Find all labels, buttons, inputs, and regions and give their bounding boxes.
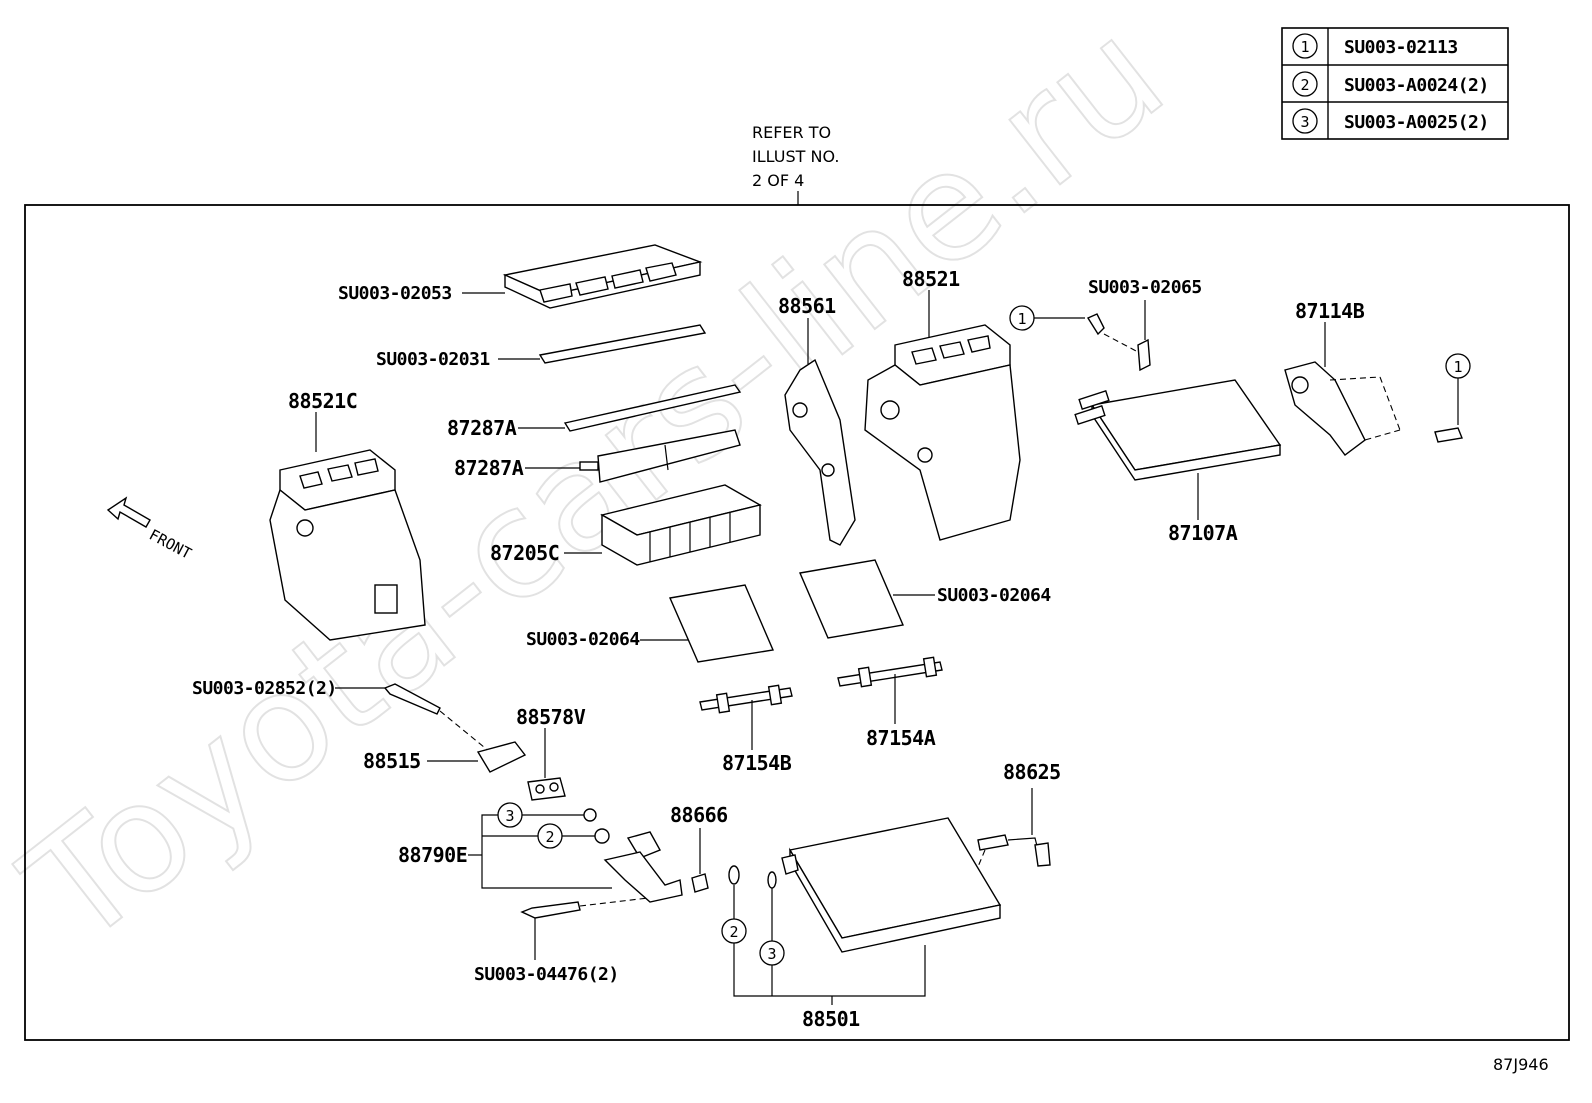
part-label: 87154B	[722, 751, 792, 775]
grommet	[527, 777, 566, 801]
part-label: 87287A	[447, 416, 517, 440]
svg-text:REFER TO: REFER TO	[752, 123, 831, 142]
bolt	[520, 901, 581, 919]
figure-id: 87J946	[1493, 1055, 1549, 1074]
case-plate	[784, 358, 856, 546]
damper-shaft-b	[699, 684, 793, 714]
part-label: 88521C	[288, 389, 357, 413]
part-label: 88666	[670, 803, 728, 827]
part-label: SU003-02852(2)	[192, 678, 337, 699]
callout-num: 3	[505, 807, 514, 825]
seal-pad	[799, 559, 904, 639]
callout-num: 2	[729, 923, 738, 941]
legend-num: 1	[1300, 38, 1309, 56]
legend-row-2: 2 SU003-A0024(2)	[1292, 71, 1489, 97]
thermistor	[977, 834, 1051, 867]
clip	[1137, 338, 1151, 372]
legend-row-3: 3 SU003-A0025(2)	[1292, 108, 1489, 134]
part-label: 87287A	[454, 456, 524, 480]
part-label: 87107A	[1168, 521, 1238, 545]
part-label: 88578V	[516, 705, 586, 729]
part-label: SU003-02064	[526, 629, 640, 650]
bolt	[383, 683, 441, 715]
svg-text:ILLUST NO.: ILLUST NO.	[752, 147, 839, 166]
part-label: 88521	[902, 267, 960, 291]
part-label: SU003-02053	[338, 283, 452, 304]
legend-row-1: 1 SU003-02113	[1292, 33, 1458, 59]
part-label: 87154A	[866, 726, 936, 750]
refer-note: REFER TO ILLUST NO. 2 OF 4	[752, 123, 839, 205]
part-label: 88625	[1003, 760, 1061, 784]
damper-plate	[579, 429, 741, 483]
damper-rod	[563, 384, 742, 432]
part-label: 88561	[778, 294, 836, 318]
seal-strip	[538, 324, 707, 364]
pipe-bracket	[1284, 361, 1366, 456]
damper-shaft-a	[837, 656, 943, 688]
legend-num: 2	[1300, 76, 1309, 94]
legend-code: SU003-02113	[1344, 37, 1458, 58]
air-filter	[600, 484, 762, 566]
svg-text:FRONT: FRONT	[146, 526, 194, 563]
bracket	[476, 741, 527, 773]
legend-code: SU003-A0025(2)	[1344, 112, 1489, 133]
heater-case-left	[269, 449, 426, 641]
part-label: SU003-02064	[937, 585, 1051, 606]
seal-pad	[669, 584, 774, 663]
expansion-valve	[583, 808, 683, 903]
legend-num: 3	[1300, 113, 1309, 131]
callout-num: 1	[1017, 310, 1026, 328]
legend-table: 1 SU003-02113 2 SU003-A0024(2) 3 SU003-A…	[1281, 27, 1509, 140]
callout-num: 3	[767, 945, 776, 963]
front-arrow: FRONT	[106, 496, 194, 563]
o-ring	[767, 871, 777, 889]
part-label: SU003-02065	[1088, 277, 1202, 298]
part-label: SU003-02031	[376, 349, 490, 370]
screw	[1434, 427, 1463, 443]
svg-text:2 OF 4: 2 OF 4	[752, 171, 804, 190]
callout-num: 2	[545, 828, 554, 846]
heater-core	[1074, 379, 1282, 481]
clip-small	[691, 873, 709, 893]
part-label: 88515	[363, 749, 421, 773]
part-label: 88790E	[398, 843, 467, 867]
evaporator	[781, 817, 1002, 953]
screw	[1086, 313, 1105, 336]
legend-code: SU003-A0024(2)	[1344, 75, 1489, 96]
diagram-frame	[24, 204, 1570, 1041]
callout-num: 1	[1453, 358, 1462, 376]
o-ring	[728, 865, 740, 885]
part-label: SU003-04476(2)	[474, 964, 619, 985]
part-label: 87114B	[1295, 299, 1365, 323]
heater-case-right	[864, 324, 1021, 541]
part-label: 88501	[802, 1007, 860, 1031]
filter-frame	[502, 244, 703, 309]
part-label: 87205C	[490, 541, 559, 565]
